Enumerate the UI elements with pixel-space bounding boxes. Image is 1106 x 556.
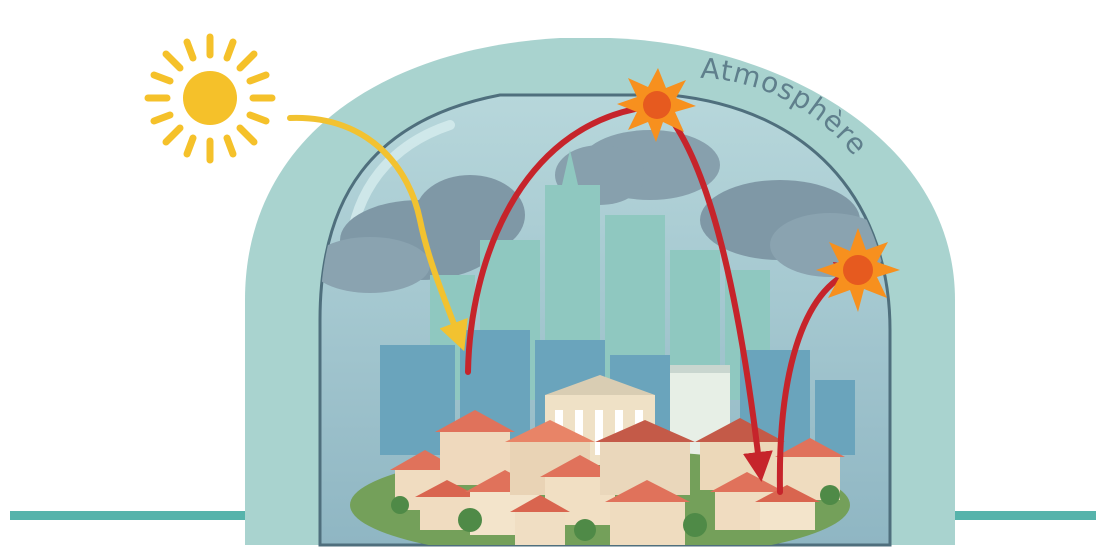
clouds — [320, 130, 890, 293]
reflected-heat-arrows — [465, 105, 867, 495]
heat-burst-icon — [816, 228, 900, 312]
heat-burst-icon — [617, 68, 696, 142]
incoming-sunlight-arrow — [287, 114, 468, 352]
houses — [350, 375, 850, 545]
sun-icon — [144, 33, 276, 164]
